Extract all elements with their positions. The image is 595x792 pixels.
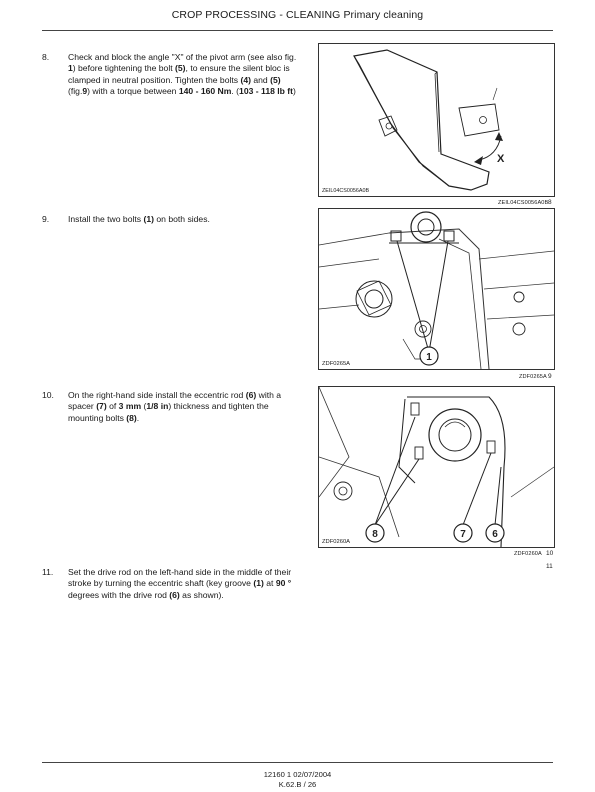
step-text-run: at — [263, 578, 276, 589]
step-text-run: ( — [141, 401, 147, 412]
step-9: 9. Install the two bolts (1) on both sid… — [42, 214, 302, 228]
step-text-run: with a spacer — [68, 390, 282, 412]
step-text-run: on both sides. — [154, 214, 210, 224]
figure-10-number: 10 — [546, 550, 554, 557]
figure-10-eccentric-rod: 8 7 6 ZDF0260A — [318, 386, 555, 548]
step-text-bold: 1 — [68, 63, 73, 74]
angle-x-callout: X — [497, 153, 505, 165]
step-text-run: of — [106, 401, 119, 412]
step-text: Check and block the angle "X" of the piv… — [68, 52, 302, 97]
step-11: 11. Set the drive rod on the left-hand s… — [42, 567, 302, 615]
step-number: 8. — [42, 52, 50, 62]
step-text-run: . — [136, 412, 140, 423]
step-text-bold: 1/8 in — [146, 401, 169, 412]
step-text-run: ) with a torque between — [87, 85, 179, 96]
step-text: Install the two bolts (1) on both sides. — [68, 214, 302, 225]
header-rule — [42, 30, 553, 31]
figure-10-ref: ZDF0260A — [514, 551, 542, 557]
step-number: 9. — [42, 214, 50, 224]
step-text-bold: (1) — [143, 214, 154, 224]
step-text-run: and — [250, 74, 271, 85]
callout-7: 7 — [460, 529, 466, 540]
figure-inner-label: ZDF0260A — [322, 539, 351, 545]
step-text: Set the drive rod on the left-hand side … — [68, 567, 302, 601]
step-text-run: degrees with the drive rod — [68, 589, 170, 600]
footer-doc-code: 12160 1 02/07/2004 — [263, 770, 332, 779]
figure-8-pivot-arm: X ZEIL04CS0056A0B — [318, 43, 555, 197]
callout-8: 8 — [372, 529, 378, 540]
step-text-run: , to ensure the silent bloc is clamped i… — [68, 63, 290, 85]
figure-11-number: 11 — [546, 563, 553, 570]
step-number: 10. — [42, 390, 54, 400]
step-text-bold: 90 ° — [275, 578, 292, 589]
pivot-arm-illustration: X — [353, 49, 505, 191]
step-text-bold: (6) — [245, 390, 257, 400]
step-text-bold: (8) — [126, 412, 137, 423]
page-header-title: CROP PROCESSING - CLEANING Primary clean… — [171, 9, 424, 21]
step-8: 8. Check and block the angle "X" of the … — [42, 52, 302, 112]
footer-page-ref: K.62.B / 26 — [278, 780, 317, 789]
callout-6: 6 — [492, 529, 498, 540]
step-text-bold: (7) — [96, 401, 107, 412]
step-text-run: ) thickness and tighten the mounting bol… — [68, 401, 269, 423]
step-text: On the right-hand side install the eccen… — [68, 390, 302, 424]
step-text-bold: 103 - 118 lb ft — [239, 85, 294, 96]
footer-rule — [42, 762, 553, 763]
step-text-bold: 3 mm — [118, 401, 142, 412]
step-text-run: ) before tightening the bolt — [72, 63, 176, 74]
step-text-bold: (5) — [175, 63, 186, 74]
step-text-bold: (1) — [253, 578, 264, 589]
eccentric-rod-illustration: 8 7 6 — [319, 387, 554, 547]
step-text-run: as shown). — [179, 589, 224, 600]
figure-9-bolts: 1 ZDF0265A — [318, 208, 555, 370]
figure-9-number: 9 — [548, 373, 552, 380]
callout-1: 1 — [426, 352, 432, 363]
step-text-bold: (6) — [169, 589, 180, 600]
step-text-run: Check and block the angle "X" of the piv… — [68, 52, 297, 62]
step-text-bold: (5) — [270, 74, 281, 85]
figure-9-ref: ZDF0265A — [519, 374, 547, 380]
step-text-run: (fig. — [68, 85, 83, 96]
step-10: 10. On the right-hand side install the e… — [42, 390, 302, 426]
step-text-run: . ( — [231, 85, 240, 96]
figure-8-number: 8 — [548, 199, 552, 206]
step-text-run: On the right-hand side install the eccen… — [68, 390, 246, 400]
step-text-run: ) — [293, 85, 296, 96]
step-number: 11. — [42, 567, 54, 577]
figure-inner-label: ZEIL04CS0056A0B — [322, 188, 370, 194]
step-text-bold: 140 - 160 Nm — [178, 85, 232, 96]
figure-8-ref: ZEIL04CS0056A0B — [498, 200, 549, 206]
step-text-run: Set the drive rod on the left-hand side … — [68, 567, 292, 589]
figure-inner-label: ZDF0265A — [322, 361, 351, 367]
step-text-bold: 9 — [82, 85, 88, 96]
bolts-illustration: 1 — [319, 211, 554, 369]
step-text-run: Install the two bolts — [68, 214, 144, 224]
step-text-bold: (4) — [240, 74, 251, 85]
